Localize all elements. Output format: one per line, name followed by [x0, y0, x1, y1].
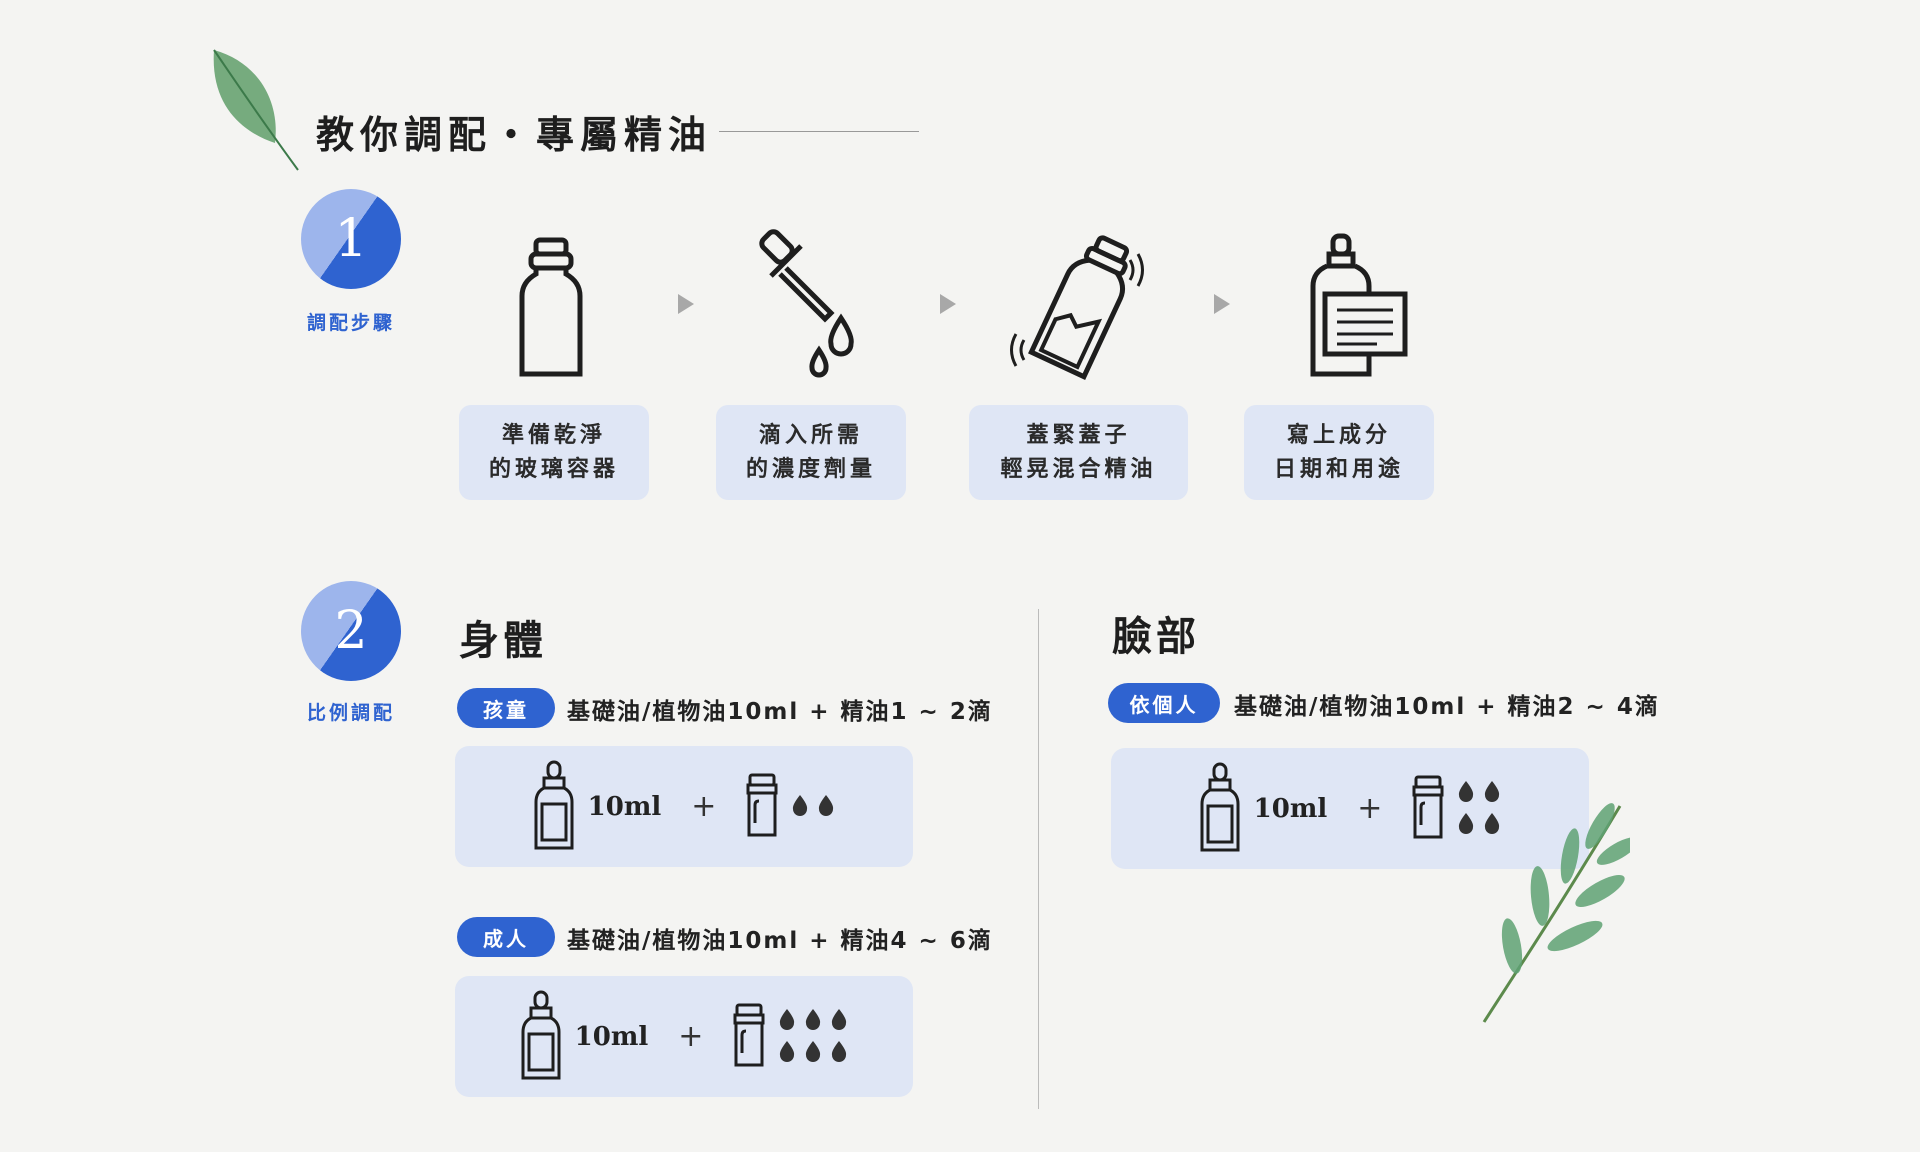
drop-icon	[1458, 812, 1474, 838]
formula-personal: 基礎油/植物油10ml + 精油2 ~ 4滴	[1234, 694, 1660, 720]
step-text: 的玻璃容器	[488, 456, 619, 482]
leaf-decoration-icon	[213, 49, 299, 171]
arrow-icon	[678, 294, 694, 314]
title-divider	[719, 131, 919, 132]
step-label-2: 比例調配	[306, 702, 395, 724]
drops-group	[792, 794, 834, 820]
badge-children: 孩童	[457, 688, 555, 728]
drop-icon	[779, 1008, 795, 1034]
volume-label: 10ml	[1253, 793, 1328, 824]
labeled-bottle-icon	[1310, 233, 1408, 377]
drop-icon	[1484, 812, 1500, 838]
drop-icon	[1484, 780, 1500, 806]
section-title-face: 臉部	[1112, 613, 1200, 660]
step-text: 蓋緊蓋子	[1026, 422, 1131, 448]
step-text: 的濃度劑量	[745, 456, 876, 482]
drop-icon	[779, 1040, 795, 1066]
ratio-box-adults: 10ml +	[455, 976, 913, 1097]
step-card-shake: 蓋緊蓋子 輕晃混合精油	[969, 405, 1188, 500]
arrow-icon	[940, 294, 956, 314]
drops-group	[779, 1008, 847, 1066]
step-card-prepare: 準備乾淨 的玻璃容器	[459, 405, 649, 500]
badge-adults: 成人	[457, 917, 555, 957]
plus-sign: +	[691, 789, 717, 824]
step-card-drop: 滴入所需 的濃度劑量	[716, 405, 906, 500]
branch-decoration-icon	[1482, 803, 1630, 1023]
badge-personal: 依個人	[1108, 683, 1220, 723]
section-divider	[1038, 609, 1039, 1109]
step-text: 滴入所需	[758, 422, 863, 448]
step-text: 輕晃混合精油	[1000, 456, 1157, 482]
drop-icon	[805, 1040, 821, 1066]
drop-icon	[1458, 780, 1474, 806]
glass-bottle-icon	[519, 237, 583, 377]
shaking-bottle-icon	[1010, 235, 1144, 380]
drop-icon	[792, 794, 808, 820]
dropper-icon	[759, 229, 854, 378]
drops-group	[1458, 780, 1500, 838]
drop-icon	[831, 1008, 847, 1034]
drop-icon	[818, 794, 834, 820]
step-text: 準備乾淨	[501, 422, 606, 448]
volume-label: 10ml	[574, 1021, 649, 1052]
arrow-icon	[1214, 294, 1230, 314]
volume-label: 10ml	[587, 791, 662, 822]
drop-icon	[831, 1040, 847, 1066]
step-text: 寫上成分	[1286, 422, 1391, 448]
carrier-oil-bottle-icon	[521, 990, 561, 1084]
step-number-2: 2	[301, 581, 401, 681]
plus-sign: +	[678, 1019, 704, 1054]
drop-icon	[805, 1008, 821, 1034]
plus-sign: +	[1357, 791, 1383, 826]
page-title: 教你調配・專屬精油	[316, 112, 713, 157]
essential-oil-bottle-icon	[746, 773, 778, 841]
step-text: 日期和用途	[1273, 456, 1404, 482]
formula-adults: 基礎油/植物油10ml + 精油4 ~ 6滴	[567, 928, 993, 954]
essential-oil-bottle-icon	[1412, 775, 1444, 843]
step-label-1: 調配步驟	[306, 312, 395, 334]
carrier-oil-bottle-icon	[534, 760, 574, 854]
essential-oil-bottle-icon	[733, 1003, 765, 1071]
carrier-oil-bottle-icon	[1200, 762, 1240, 856]
section-title-body: 身體	[459, 617, 547, 664]
ratio-box-personal: 10ml +	[1111, 748, 1589, 869]
formula-children: 基礎油/植物油10ml + 精油1 ~ 2滴	[567, 699, 993, 725]
step-number-1: 1	[301, 189, 401, 289]
step-card-label: 寫上成分 日期和用途	[1244, 405, 1434, 500]
ratio-box-children: 10ml +	[455, 746, 913, 867]
